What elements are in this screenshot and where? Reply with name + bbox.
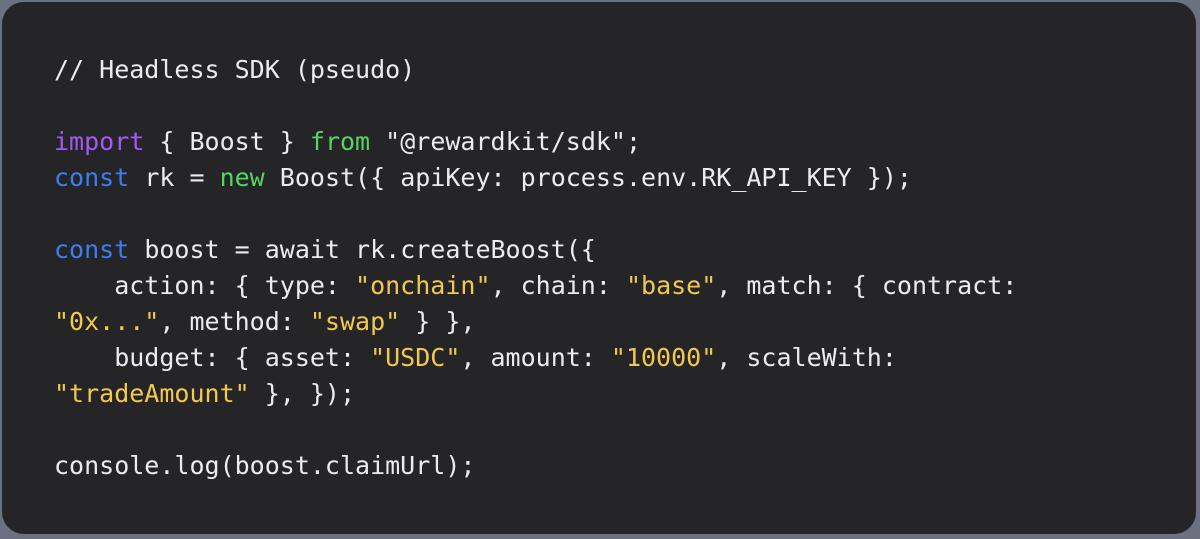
code-token: from (309, 127, 371, 156)
code-line: const boost = await rk.createBoost({ (54, 232, 1144, 268)
code-block: // Headless SDK (pseudo) import { Boost … (54, 52, 1144, 484)
code-token: console.log(boost.claimUrl); (54, 451, 476, 480)
code-token: Boost({ apiKey: process.env.RK_API_KEY }… (264, 163, 912, 192)
code-token: , chain: (490, 271, 626, 300)
code-token: , match: { contract: (716, 271, 1018, 300)
code-line (54, 88, 1144, 124)
code-line: action: { type: "onchain", chain: "base"… (54, 268, 1144, 304)
code-token: const (54, 235, 130, 264)
code-token: , method: (159, 307, 310, 336)
code-token: }, }); (249, 379, 356, 408)
code-token: "swap" (309, 307, 401, 336)
code-line: "0x...", method: "swap" } }, (54, 304, 1144, 340)
code-token: } }, (400, 307, 476, 336)
code-token: "0x..." (54, 307, 160, 336)
code-token: import (54, 127, 145, 156)
code-line (54, 412, 1144, 448)
code-line: "tradeAmount" }, }); (54, 376, 1144, 412)
code-line: budget: { asset: "USDC", amount: "10000"… (54, 340, 1144, 376)
code-line: console.log(boost.claimUrl); (54, 448, 1144, 484)
code-token: , amount: (460, 343, 611, 372)
code-token: "10000" (610, 343, 717, 372)
code-token: "@rewardkit/sdk"; (370, 127, 642, 156)
code-line: import { Boost } from "@rewardkit/sdk"; (54, 124, 1144, 160)
code-line (54, 196, 1144, 232)
code-token: "base" (625, 271, 717, 300)
code-token: boost = await rk.createBoost({ (129, 235, 596, 264)
code-token: action: { type: (54, 271, 356, 300)
code-line: // Headless SDK (pseudo) (54, 52, 1144, 88)
code-token: "USDC" (370, 343, 461, 372)
code-line: const rk = new Boost({ apiKey: process.e… (54, 160, 1144, 196)
code-token: "tradeAmount" (54, 379, 250, 408)
code-token: { Boost } (144, 127, 310, 156)
code-token: new (219, 163, 265, 192)
code-token: rk = (129, 163, 220, 192)
code-token: const (54, 163, 130, 192)
code-token: budget: { asset: (54, 343, 371, 372)
code-token: "onchain" (355, 271, 491, 300)
code-token: , scaleWith: (716, 343, 897, 372)
code-token: // Headless SDK (pseudo) (54, 55, 416, 84)
